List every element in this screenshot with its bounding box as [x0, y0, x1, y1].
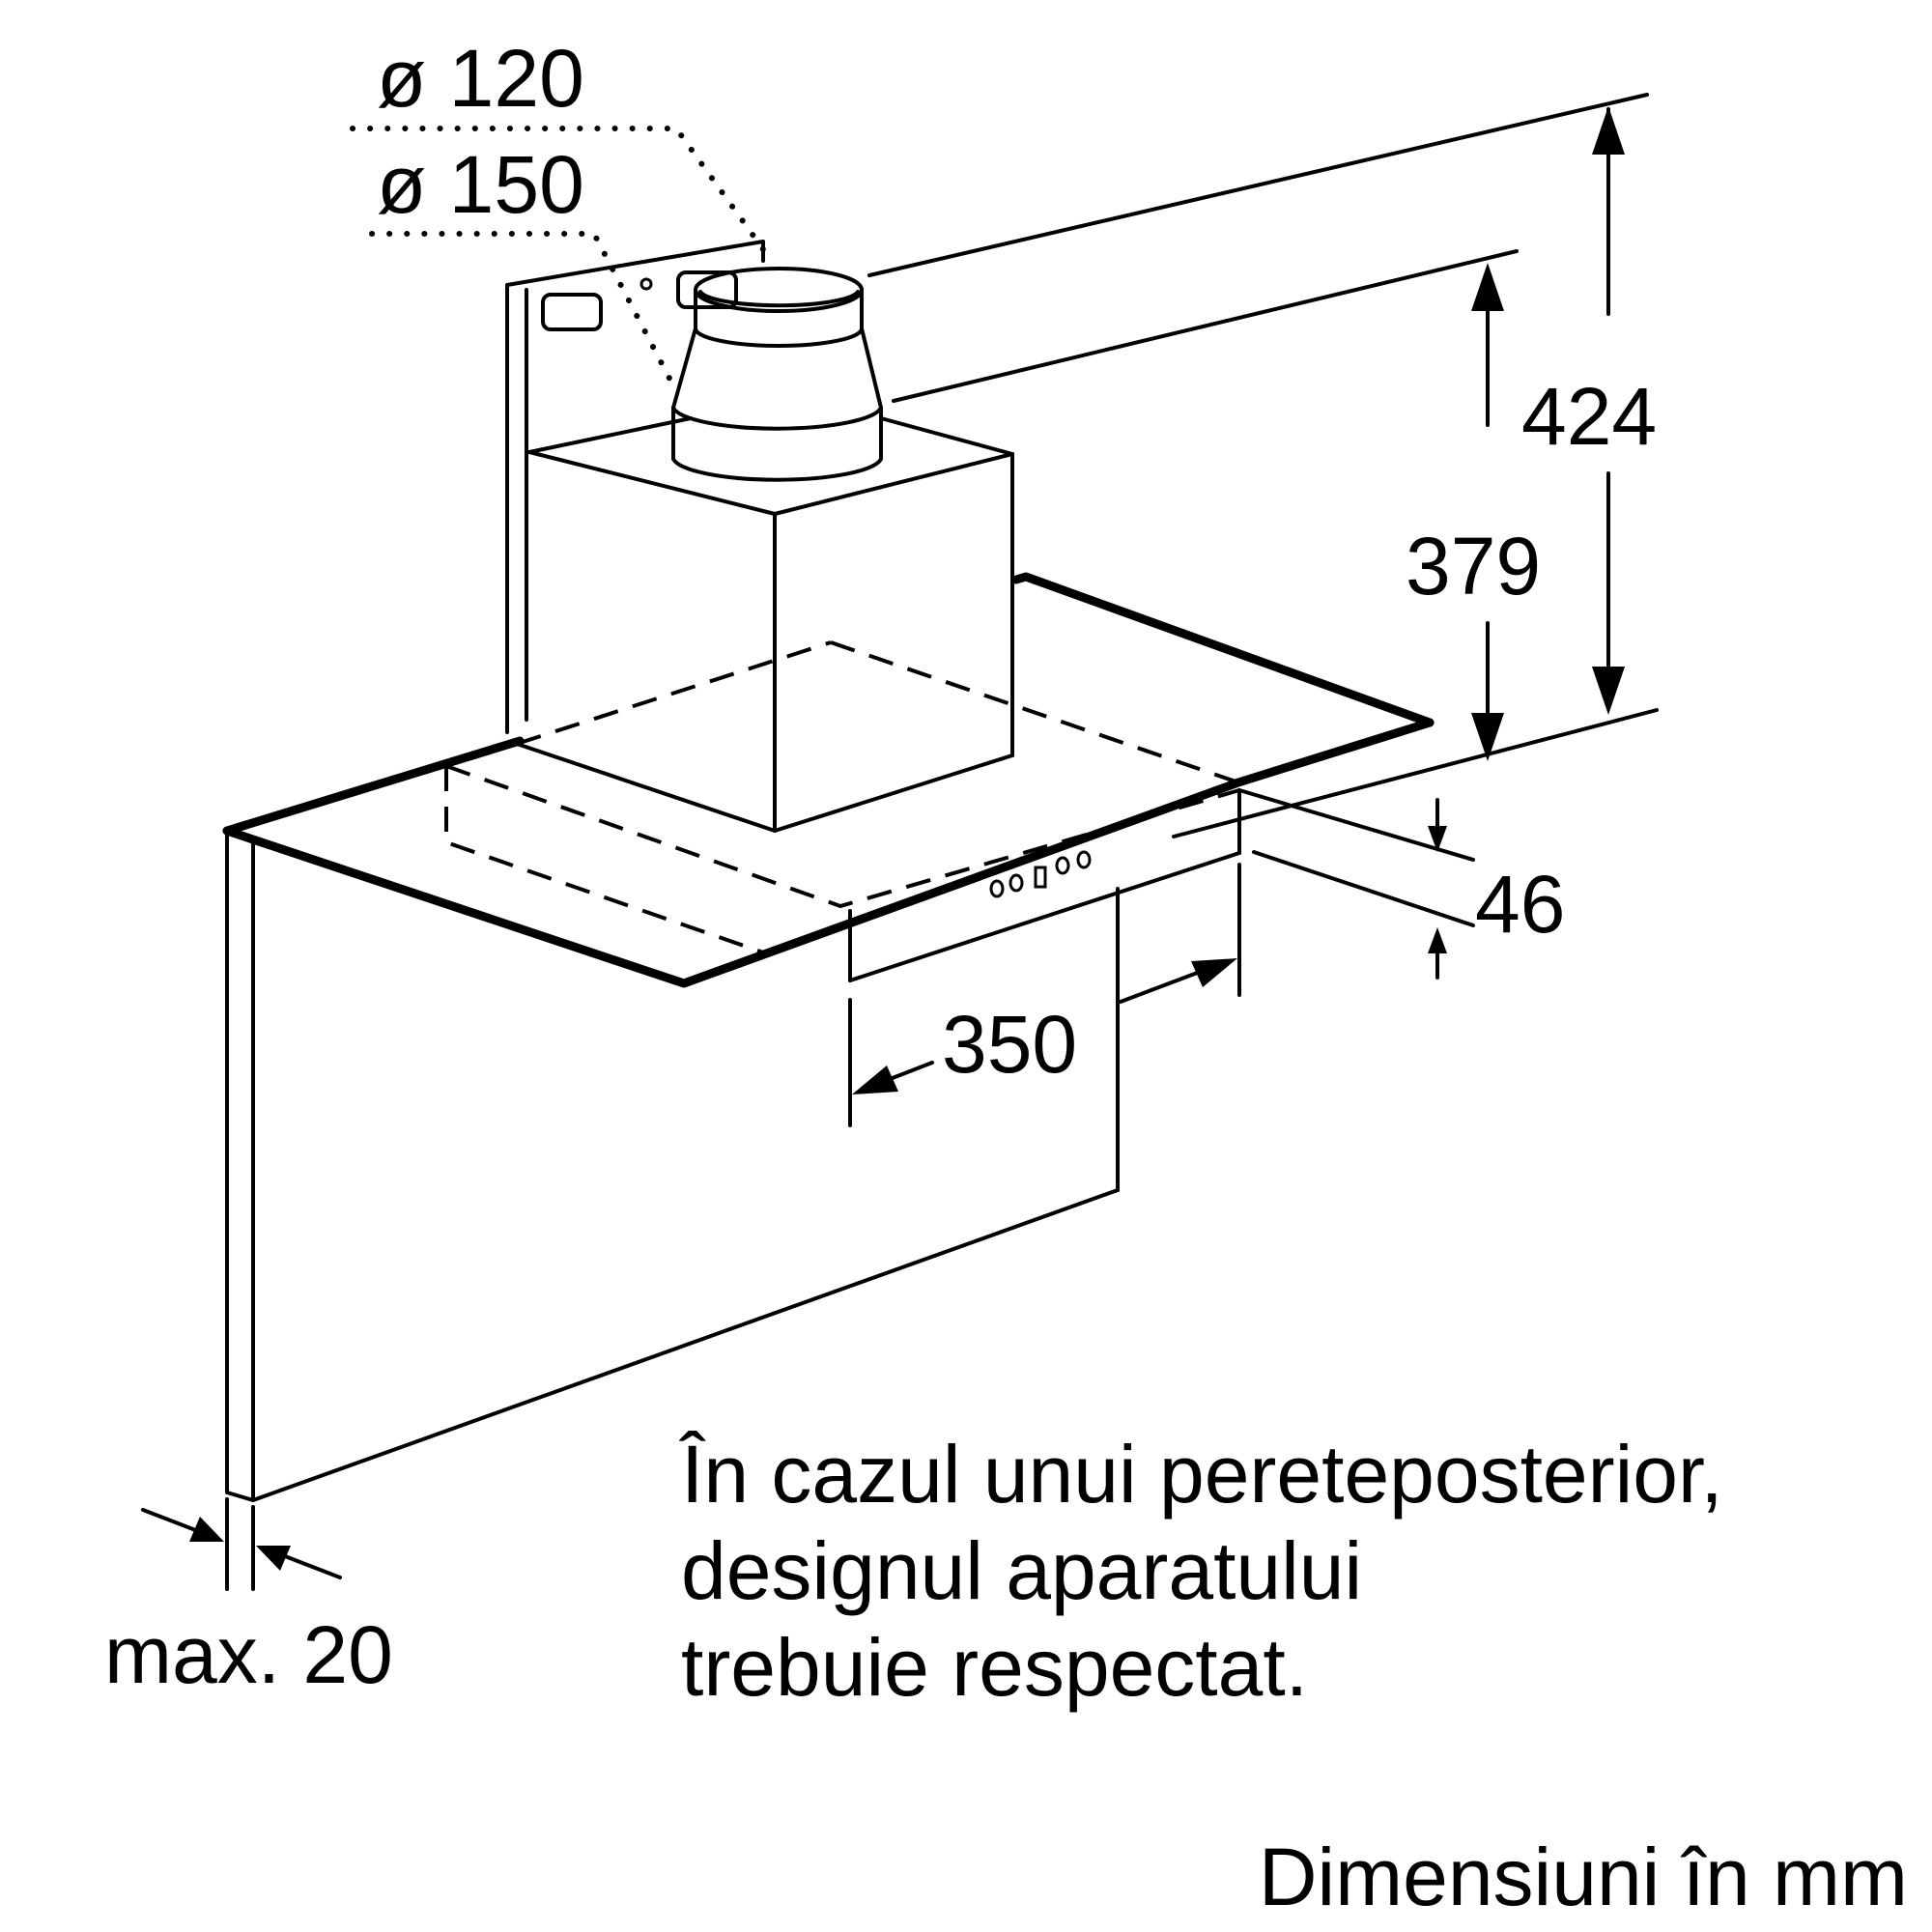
bracket-slot-right [676, 270, 738, 309]
depth-dimension [848, 863, 1241, 1127]
bracket-slot-left [541, 293, 603, 331]
thickness-dimension [1237, 788, 1475, 980]
fan-housing [515, 450, 1014, 833]
control-button-2 [1009, 873, 1024, 893]
mounting-bracket [505, 240, 1014, 734]
control-display [1034, 866, 1047, 889]
thickness-46-label: 46 [1475, 859, 1565, 950]
diameter-150-label: ø 150 [377, 139, 584, 230]
control-button-4 [1076, 850, 1092, 869]
max-20-label: max. 20 [104, 1609, 393, 1700]
duct-connector [671, 267, 883, 482]
canopy-hidden-edges [444, 640, 1240, 954]
note-line-2: designul aparatului [681, 1525, 1362, 1616]
height-424-label: 424 [1521, 371, 1657, 462]
control-button-1 [989, 879, 1005, 898]
wall-gap-dimension [141, 1497, 342, 1591]
depth-350-label: 350 [942, 999, 1077, 1090]
height-dimensions [867, 93, 1659, 838]
control-panel [848, 790, 1241, 1192]
note-line-3: trebuie respectat. [681, 1622, 1308, 1713]
height-379-label: 379 [1406, 521, 1541, 611]
bracket-screw-hole [639, 277, 653, 291]
control-button-3 [1055, 856, 1070, 875]
diameter-120-label: ø 120 [377, 33, 584, 124]
note-line-1: În cazul unui pereteposterior, [679, 1429, 1723, 1520]
diameter-leaders [350, 126, 776, 394]
units-caption: Dimensiuni în mm [1259, 1832, 1908, 1922]
back-wall-panel [225, 831, 1120, 1502]
glass-canopy [222, 572, 1435, 988]
